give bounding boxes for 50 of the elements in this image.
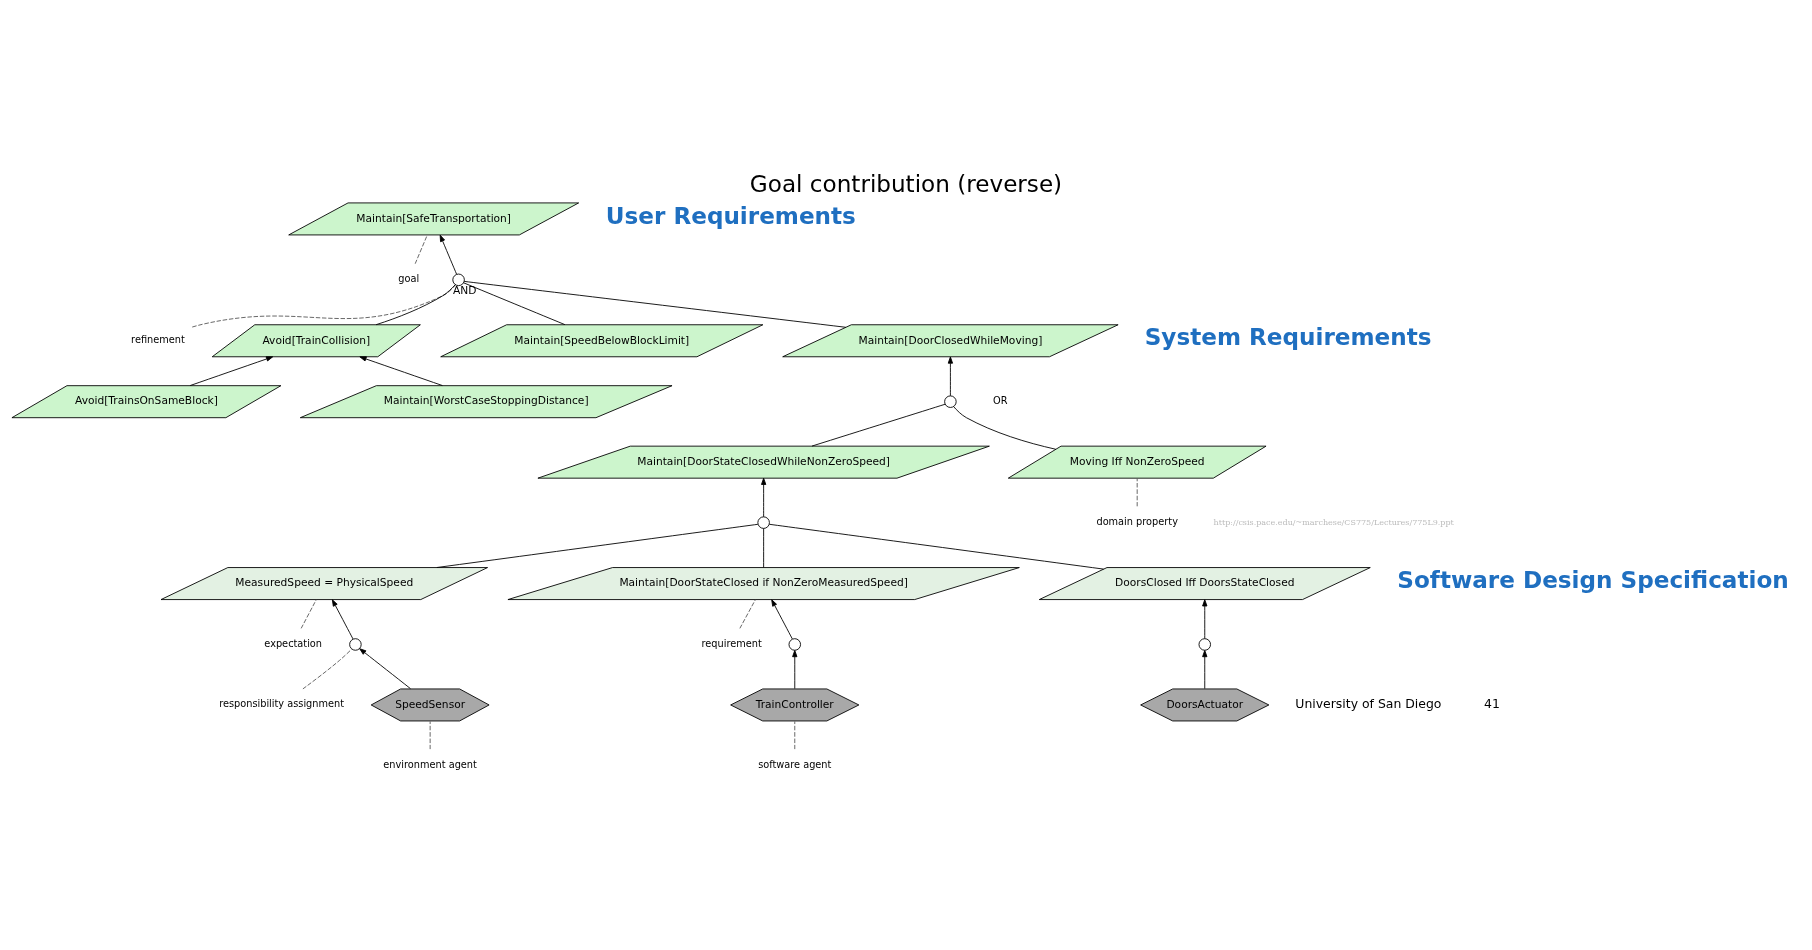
node-text: expectation — [264, 637, 323, 649]
node-label: AND — [453, 283, 477, 297]
arrow — [947, 356, 954, 396]
connector — [414, 234, 428, 264]
label: OR — [992, 394, 1008, 406]
node-text: software agent — [758, 758, 832, 770]
node-circle — [349, 637, 362, 651]
connector — [768, 523, 1104, 570]
arrow — [1202, 649, 1208, 689]
diagram-title: Goal contribution (reverse) — [749, 170, 1063, 197]
node-circle — [944, 394, 957, 408]
connector — [463, 280, 847, 328]
connector — [953, 405, 1057, 450]
label: System Requirements — [1144, 323, 1432, 350]
connector — [1136, 477, 1138, 507]
connector — [191, 284, 456, 327]
arrow — [761, 477, 767, 517]
node-text: environment agent — [383, 758, 477, 770]
connector — [763, 527, 765, 568]
connector — [375, 283, 456, 325]
label: 41 — [1484, 695, 1500, 711]
arrow — [359, 355, 443, 386]
label: http://csis.pace.edu/~marchese/CS775/Lectures/775L9.ppt — [1213, 517, 1454, 527]
label: Software Design Specification — [1397, 566, 1789, 593]
arrow — [1202, 598, 1208, 639]
node-text: responsibility assignment — [219, 697, 345, 709]
arrow — [359, 647, 411, 689]
node-circle — [452, 273, 465, 286]
node-text: goal — [398, 272, 420, 284]
connector — [429, 720, 431, 750]
arrow — [331, 598, 354, 639]
arrow — [189, 355, 274, 386]
node-circle — [757, 515, 770, 529]
arrow — [439, 234, 458, 275]
connector — [302, 648, 353, 689]
connector — [300, 598, 317, 629]
label: University of San Diego — [1295, 695, 1442, 711]
arrow — [792, 649, 798, 689]
label: User Requirements — [605, 202, 856, 229]
arrow — [771, 598, 793, 639]
node-circle — [1198, 637, 1211, 651]
connector — [463, 281, 566, 325]
node-text: domain property — [1096, 515, 1178, 527]
connector — [811, 403, 946, 447]
connector — [436, 523, 759, 568]
connector — [794, 720, 796, 750]
connector — [739, 598, 756, 629]
node-text: refinement — [131, 333, 185, 345]
node-circle — [788, 637, 801, 651]
node-text: requirement — [701, 637, 762, 649]
